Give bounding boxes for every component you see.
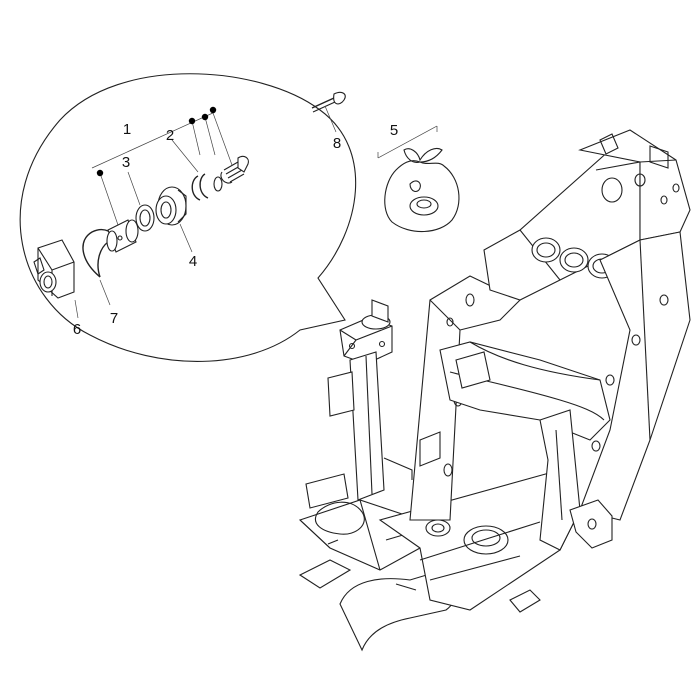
callout-label-1: 1 — [123, 121, 131, 138]
callout-label-3: 3 — [122, 154, 130, 171]
bullet-dot — [201, 113, 209, 121]
bullet-dot — [96, 169, 104, 177]
part-1-sleeve — [106, 219, 139, 253]
detail-bubble — [19, 73, 357, 362]
part-8-pin — [311, 91, 346, 133]
spring-part — [220, 155, 249, 184]
part-6-connector-housing — [33, 239, 79, 319]
part-5-grommet-bag — [377, 125, 460, 233]
callout-label-8: 8 — [333, 135, 341, 152]
callout-label-2: 2 — [166, 127, 174, 144]
callout-labels: 1 2 3 4 5 6 7 8 — [73, 121, 398, 338]
part-2-retaining-rings — [171, 139, 223, 201]
callout-label-6: 6 — [73, 321, 81, 338]
part-3-bushing — [127, 171, 155, 232]
part-4-flange-nut — [155, 186, 193, 253]
scooter-frame — [298, 129, 691, 652]
callout-label-5: 5 — [390, 122, 398, 139]
bullet-dot — [209, 106, 217, 114]
leader-group-1 — [91, 106, 233, 226]
bullet-dot — [188, 117, 196, 125]
callout-label-4: 4 — [189, 253, 197, 270]
callout-label-7: 7 — [110, 310, 118, 327]
